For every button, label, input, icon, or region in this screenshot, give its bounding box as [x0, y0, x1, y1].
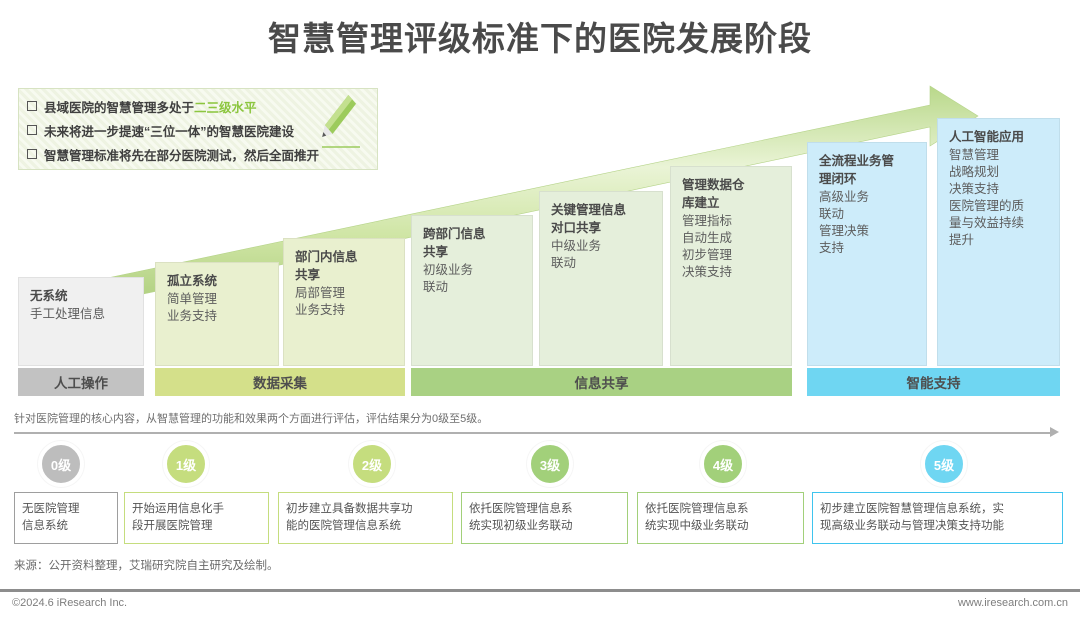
level-box-line: 初步建立医院智慧管理信息系统，实: [820, 503, 1004, 515]
level-box-text: 初步建立医院智慧管理信息系统，实现高级业务联动与管理决策支持功能: [820, 501, 1004, 535]
stage-heading: 理闭环: [819, 172, 857, 186]
note-text-2: 未来将进一步提速“三位一体”的智慧医院建设: [44, 125, 295, 139]
stage-body-line: 联动: [551, 256, 577, 270]
level-box-text: 无医院管理信息系统: [22, 501, 80, 535]
stage-body-line: 高级业务: [819, 190, 870, 204]
level-circle-5: 5级: [921, 441, 967, 487]
stage-body-line: 联动: [423, 280, 449, 294]
stage-body-line: 业务支持: [167, 309, 218, 323]
stage-body-line: 管理指标: [682, 214, 733, 228]
stage-column-1: 无系统手工处理信息: [18, 277, 144, 366]
level-circle-3: 3级: [527, 441, 573, 487]
level-circle-1: 1级: [163, 441, 209, 487]
category-bar-3: 信息共享: [411, 368, 792, 396]
stage-body-line: 简单管理: [167, 292, 218, 306]
level-box-line: 统实现初级业务联动: [469, 520, 573, 532]
note-text-3: 智慧管理标准将先在部分医院测试，然后全面推开: [44, 149, 320, 163]
stage-body-line: 量与效益持续: [949, 216, 1025, 230]
stage-body-line: 提升: [949, 233, 975, 247]
level-box-line: 依托医院管理信息系: [469, 503, 573, 515]
checkbox-icon: [27, 125, 37, 135]
stage-body-line: 中级业务: [551, 239, 602, 253]
stage-heading: 全流程业务管: [819, 154, 895, 168]
axis-arrow-icon: [1050, 427, 1059, 437]
level-axis: [14, 432, 1054, 434]
stage-column-8: 人工智能应用智慧管理战略规划决策支持医院管理的质量与效益持续提升: [937, 118, 1060, 366]
category-bar-2: 数据采集: [155, 368, 405, 396]
level-box-line: 现高级业务联动与管理决策支持功能: [820, 520, 1004, 532]
stage-body-line: 自动生成: [682, 231, 733, 245]
level-circle-2: 2级: [349, 441, 395, 487]
stage-body-line: 医院管理的质: [949, 199, 1025, 213]
level-box-5: 初步建立医院智慧管理信息系统，实现高级业务联动与管理决策支持功能: [812, 492, 1063, 544]
stage-body-line: 业务支持: [295, 303, 346, 317]
source-note: 来源：公开资料整理，艾瑞研究院自主研究及绘制。: [14, 560, 279, 572]
stage-body-line: 智慧管理: [949, 148, 1000, 162]
stage-column-2: 孤立系统简单管理业务支持: [155, 262, 279, 366]
checkbox-icon: [27, 149, 37, 159]
stage-column-3: 部门内信息共享局部管理业务支持: [283, 238, 405, 366]
level-box-line: 能的医院管理信息系统: [286, 520, 401, 532]
level-box-text: 初步建立具备数据共享功能的医院管理信息系统: [286, 501, 413, 535]
checkbox-icon: [27, 101, 37, 111]
page-title: 智慧管理评级标准下的医院发展阶段: [268, 20, 812, 57]
stage-column-6: 管理数据仓库建立管理指标自动生成初步管理决策支持: [670, 166, 792, 366]
stage-body-line: 初级业务: [423, 263, 474, 277]
note-line-1: 县域医院的智慧管理多处于二三级水平: [27, 96, 367, 120]
note-line-2: 未来将进一步提速“三位一体”的智慧医院建设: [27, 120, 367, 144]
footer-copyright: ©2024.6 iResearch Inc.: [12, 597, 128, 609]
stage-heading: 无系统: [30, 289, 68, 303]
level-box-line: 依托医院管理信息系: [645, 503, 749, 515]
level-box-line: 信息系统: [22, 520, 68, 532]
level-box-3: 依托医院管理信息系统实现初级业务联动: [461, 492, 628, 544]
level-box-text: 开始运用信息化手段开展医院管理: [132, 501, 224, 535]
stage-heading: 跨部门信息: [423, 227, 486, 241]
stage-body-line: 初步管理: [682, 248, 733, 262]
stage-heading: 人工智能应用: [949, 130, 1025, 144]
note-line-3: 智慧管理标准将先在部分医院测试，然后全面推开: [27, 144, 367, 168]
level-box-0: 无医院管理信息系统: [14, 492, 118, 544]
category-bar-1: 人工操作: [18, 368, 144, 396]
footer-url[interactable]: www.iresearch.com.cn: [957, 597, 1068, 609]
stage-body-line: 管理决策: [819, 224, 870, 238]
stage-heading: 共享: [295, 268, 321, 282]
level-box-text: 依托医院管理信息系统实现初级业务联动: [469, 501, 573, 535]
stage-column-7: 全流程业务管理闭环高级业务联动管理决策支持: [807, 142, 927, 366]
level-box-2: 初步建立具备数据共享功能的医院管理信息系统: [278, 492, 453, 544]
evaluation-description: 针对医院管理的核心内容，从智慧管理的功能和效果两个方面进行评估，评估结果分为0级…: [14, 413, 489, 425]
stage-body-line: 决策支持: [949, 182, 1000, 196]
stage-heading: 部门内信息: [295, 250, 358, 264]
stage-body-line: 战略规划: [949, 165, 1000, 179]
stage-heading: 管理数据仓: [682, 178, 745, 192]
stage-body-line: 手工处理信息: [30, 307, 106, 321]
level-box-line: 段开展医院管理: [132, 520, 213, 532]
level-box-1: 开始运用信息化手段开展医院管理: [124, 492, 269, 544]
stage-body-line: 支持: [819, 241, 845, 255]
stage-body-line: 决策支持: [682, 265, 733, 279]
stage-body-line: 联动: [819, 207, 845, 221]
footer-divider: [0, 589, 1080, 592]
category-bar-4: 智能支持: [807, 368, 1060, 396]
note-highlight-1: 二三级水平: [194, 101, 257, 115]
note-box: 县域医院的智慧管理多处于二三级水平 未来将进一步提速“三位一体”的智慧医院建设 …: [18, 88, 378, 170]
stage-heading: 库建立: [682, 196, 720, 210]
level-circle-4: 4级: [700, 441, 746, 487]
pencil-icon: [318, 90, 364, 152]
stage-column-5: 关键管理信息对口共享中级业务联动: [539, 191, 663, 366]
level-box-line: 开始运用信息化手: [132, 503, 224, 515]
level-box-line: 无医院管理: [22, 503, 80, 515]
stage-body-line: 局部管理: [295, 286, 346, 300]
stage-heading: 孤立系统: [167, 274, 218, 288]
stage-heading: 对口共享: [551, 221, 602, 235]
stage-column-4: 跨部门信息共享初级业务联动: [411, 215, 533, 366]
level-box-text: 依托医院管理信息系统实现中级业务联动: [645, 501, 749, 535]
level-circle-0: 0级: [38, 441, 84, 487]
stage-heading: 共享: [423, 245, 449, 259]
level-box-line: 统实现中级业务联动: [645, 520, 749, 532]
level-box-4: 依托医院管理信息系统实现中级业务联动: [637, 492, 804, 544]
level-box-line: 初步建立具备数据共享功: [286, 503, 413, 515]
stage-heading: 关键管理信息: [551, 203, 627, 217]
note-text-1a: 县域医院的智慧管理多处于: [44, 101, 195, 115]
